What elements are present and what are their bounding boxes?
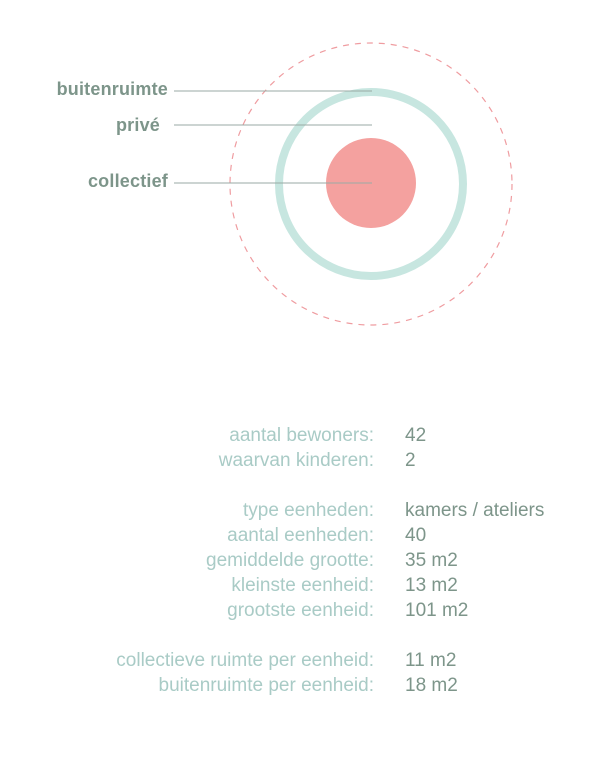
legend-label-buitenruimte: buitenruimte (56, 79, 168, 99)
stats-list: aantal bewoners: 42 waarvan kinderen: 2 … (0, 423, 606, 698)
stat-value: kamers / ateliers (405, 500, 545, 521)
buitenruimte-dashed-circle (229, 42, 513, 326)
stat-row: aantal eenheden: 40 (0, 523, 606, 548)
stat-value: 13 m2 (405, 575, 458, 596)
stat-row: gemiddelde grootte: 35 m2 (0, 548, 606, 573)
stat-row: collectieve ruimte per eenheid: 11 m2 (0, 648, 606, 673)
stat-value: 35 m2 (405, 550, 458, 571)
stat-value: 42 (405, 425, 427, 446)
concentric-circles-diagram (174, 42, 513, 326)
stat-row: type eenheden: kamers / ateliers (0, 498, 606, 523)
stat-value: 11 m2 (405, 650, 457, 671)
stat-key: waarvan kinderen: (218, 450, 374, 471)
stat-value: 18 m2 (405, 675, 458, 696)
stat-key: type eenheden: (242, 500, 374, 521)
stat-key: aantal bewoners: (229, 425, 374, 446)
stat-value: 40 (405, 525, 427, 546)
stat-row: grootste eenheid: 101 m2 (0, 598, 606, 623)
stat-key: gemiddelde grootte: (206, 550, 374, 571)
stat-value: 2 (405, 450, 416, 471)
stat-row: kleinste eenheid: 13 m2 (0, 573, 606, 598)
prive-ring (275, 88, 467, 280)
stat-row: aantal bewoners: 42 (0, 423, 606, 448)
stat-key: grootste eenheid: (227, 600, 374, 621)
stat-key: aantal eenheden: (227, 525, 374, 546)
legend-label-prive: privé (115, 115, 160, 135)
stat-key: buitenruimte per eenheid: (158, 675, 374, 696)
stat-row: buitenruimte per eenheid: 18 m2 (0, 673, 606, 698)
stat-key: kleinste eenheid: (231, 575, 374, 596)
stat-value: 101 m2 (405, 600, 469, 621)
space-diagram: buitenruimte privé collectief (0, 0, 606, 360)
stat-row: waarvan kinderen: 2 (0, 448, 606, 473)
legend-label-collectief: collectief (87, 171, 168, 191)
stat-key: collectieve ruimte per eenheid: (116, 650, 374, 671)
